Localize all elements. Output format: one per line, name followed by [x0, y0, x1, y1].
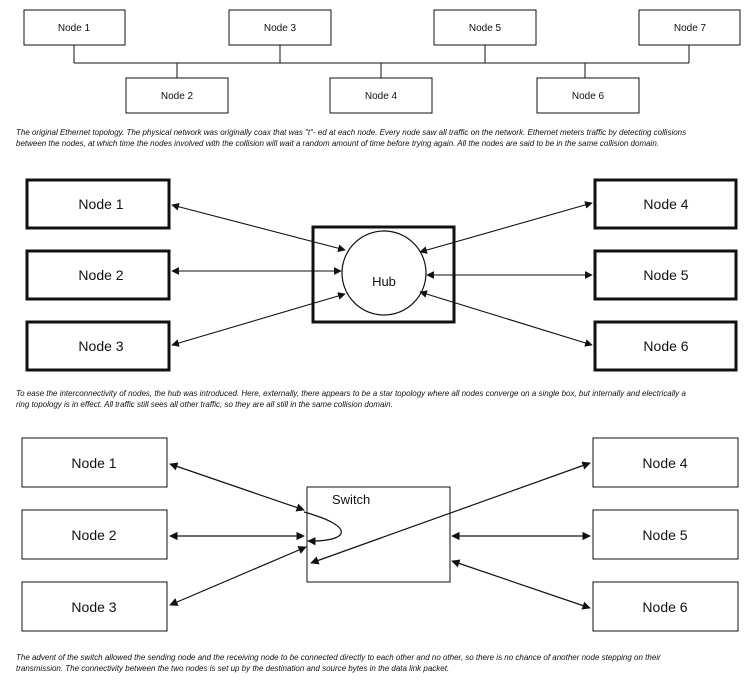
switch-link — [310, 461, 591, 565]
switch-node-box — [592, 437, 739, 488]
hub-node-box — [25, 320, 171, 372]
switch-diagram — [21, 437, 739, 632]
bus-node-box — [228, 9, 332, 46]
switch-caption: The advent of the switch allowed the sen… — [16, 652, 661, 673]
switch-loop — [303, 511, 342, 546]
switch-node-box — [592, 581, 739, 632]
bus-node-box — [433, 9, 537, 46]
switch-label: Switch — [332, 492, 370, 507]
switch-link — [451, 559, 591, 610]
switch-box — [306, 486, 451, 583]
bus-caption: The original Ethernet topology. The phys… — [16, 127, 687, 148]
hub-link — [419, 290, 593, 347]
switch-node-label: Node 6 — [642, 599, 687, 615]
hub-node-box — [25, 178, 171, 230]
bus-node-label: Node 1 — [58, 23, 91, 34]
bus-node-box — [329, 77, 433, 114]
hub-node-box — [593, 249, 738, 301]
hub-node-label: Node 4 — [643, 196, 688, 212]
bus-node-label: Node 6 — [572, 91, 605, 102]
hub-diagram — [25, 178, 738, 372]
switch-node-box — [592, 509, 739, 560]
bus-node-label: Node 4 — [365, 91, 398, 102]
switch-node-label: Node 5 — [642, 527, 687, 543]
switch-link — [169, 462, 305, 512]
hub-link — [419, 201, 593, 254]
bus-node-box — [638, 9, 741, 46]
hub-node-label: Node 3 — [78, 338, 123, 354]
hub-node-box — [593, 178, 738, 230]
hub-node-label: Node 5 — [643, 267, 688, 283]
switch-node-box — [21, 509, 168, 560]
switch-node-label: Node 1 — [71, 455, 116, 471]
hub-node-label: Node 2 — [78, 267, 123, 283]
bus-node-label: Node 5 — [469, 23, 502, 34]
hub-node-label: Node 1 — [78, 196, 123, 212]
switch-node-label: Node 3 — [71, 599, 116, 615]
hub-node-label: Node 6 — [643, 338, 688, 354]
bus-node-box — [125, 77, 229, 114]
switch-node-box — [21, 581, 168, 632]
hub-node-box — [25, 249, 171, 301]
hub-link — [171, 292, 346, 347]
hub-caption: To ease the interconnectivity of nodes, … — [16, 388, 686, 409]
bus-node-label: Node 3 — [264, 23, 297, 34]
switch-node-label: Node 4 — [642, 455, 687, 471]
hub-link — [171, 203, 346, 252]
switch-link — [169, 546, 307, 606]
hub-node-box — [593, 320, 738, 372]
bus-node-box — [536, 77, 640, 114]
hub-label: Hub — [372, 274, 396, 289]
bus-node-label: Node 2 — [161, 91, 194, 102]
bus-diagram — [23, 9, 741, 114]
hub-circle — [341, 230, 427, 316]
switch-node-label: Node 2 — [71, 527, 116, 543]
bus-node-label: Node 7 — [674, 23, 707, 34]
switch-node-box — [21, 437, 168, 488]
bus-node-box — [23, 9, 126, 46]
